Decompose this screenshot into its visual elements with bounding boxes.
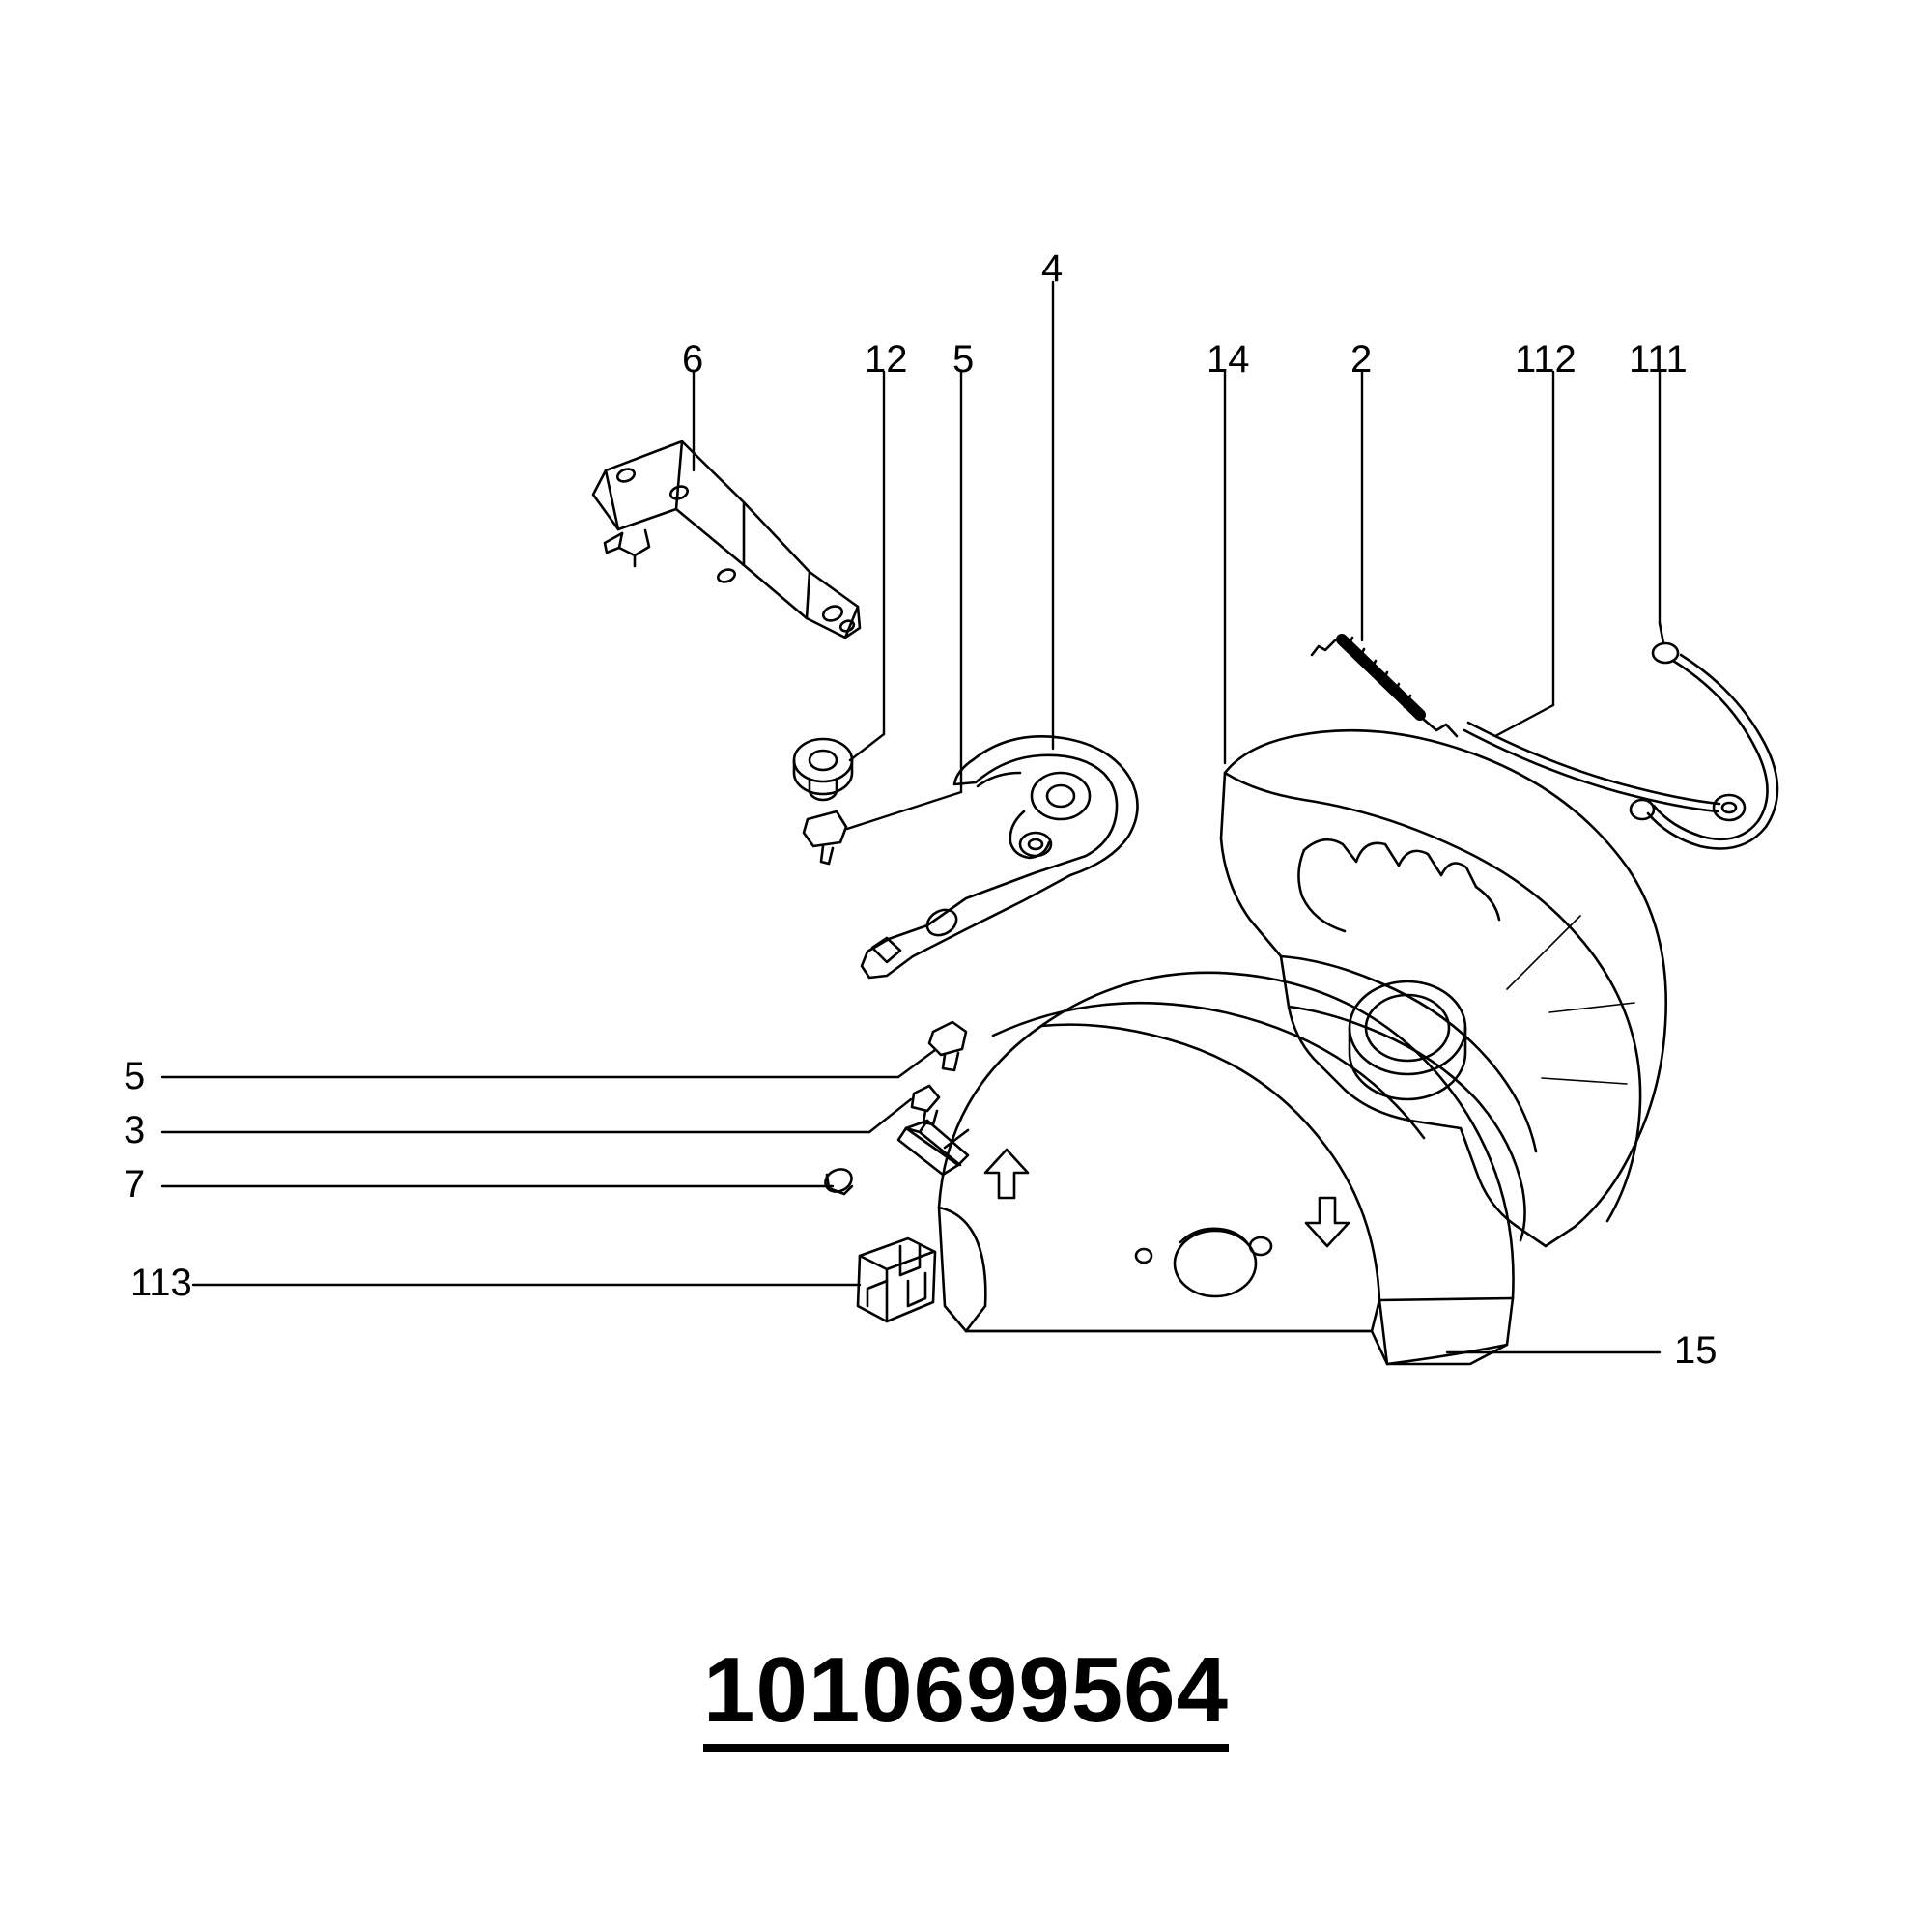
callout-label-5-left: 5 xyxy=(124,1055,146,1097)
callout-label-2: 2 xyxy=(1350,338,1373,381)
part-number-block: 1010699564 xyxy=(0,1641,1932,1752)
callout-label-5-top: 5 xyxy=(952,338,975,381)
part-5-screw-left xyxy=(927,1020,968,1072)
callout-label-6: 6 xyxy=(682,338,704,381)
part-112-rod-link xyxy=(1463,721,1747,822)
part-7-washer xyxy=(824,1168,854,1196)
callout-label-112: 112 xyxy=(1515,338,1577,381)
part-5-screw-top xyxy=(802,810,848,866)
part-2-tension-spring xyxy=(1310,634,1459,738)
callout-label-113: 113 xyxy=(130,1262,192,1304)
part-12-bushing xyxy=(792,737,854,802)
part-14-guard-outer-shell xyxy=(1219,728,1667,1248)
part-number: 1010699564 xyxy=(703,1641,1229,1752)
part-15-guard-cover xyxy=(896,971,1515,1366)
callout-label-3: 3 xyxy=(124,1109,146,1151)
callout-label-14: 14 xyxy=(1207,338,1250,381)
part-111-cable-loop xyxy=(1629,621,1779,850)
callout-label-7: 7 xyxy=(124,1163,146,1206)
part-6-bracket-arm xyxy=(591,440,862,639)
callout-label-4: 4 xyxy=(1041,247,1064,290)
callout-label-111: 111 xyxy=(1629,338,1688,381)
part-113-clamp-block xyxy=(856,1236,937,1323)
callout-label-12: 12 xyxy=(865,338,908,381)
leader-lines xyxy=(160,280,1662,1354)
part-4-lever-plate xyxy=(860,735,1139,980)
part-3-pin xyxy=(910,1084,941,1126)
callout-label-15: 15 xyxy=(1674,1329,1718,1372)
